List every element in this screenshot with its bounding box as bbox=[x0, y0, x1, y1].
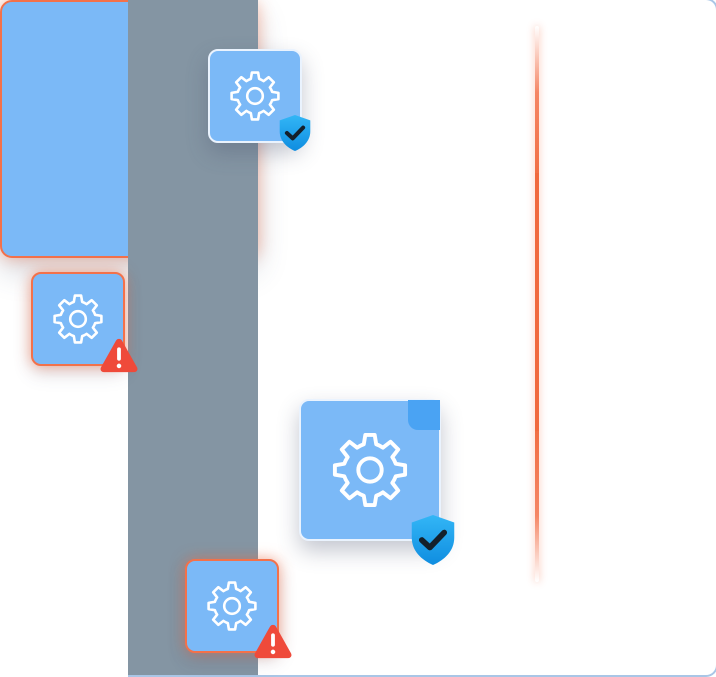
scan-line-front bbox=[535, 173, 539, 431]
shield-check-icon bbox=[277, 113, 313, 153]
warning-triangle-icon bbox=[98, 336, 140, 374]
gear-icon bbox=[331, 431, 409, 509]
shield-check-icon bbox=[408, 512, 458, 568]
tile-left-warning[interactable] bbox=[31, 272, 125, 366]
overlap-highlight bbox=[408, 400, 440, 430]
warning-triangle-icon bbox=[252, 622, 294, 660]
tile-bottom-warning[interactable] bbox=[185, 559, 279, 653]
gear-icon bbox=[52, 293, 104, 345]
gear-icon bbox=[206, 580, 258, 632]
gear-icon bbox=[229, 70, 281, 122]
